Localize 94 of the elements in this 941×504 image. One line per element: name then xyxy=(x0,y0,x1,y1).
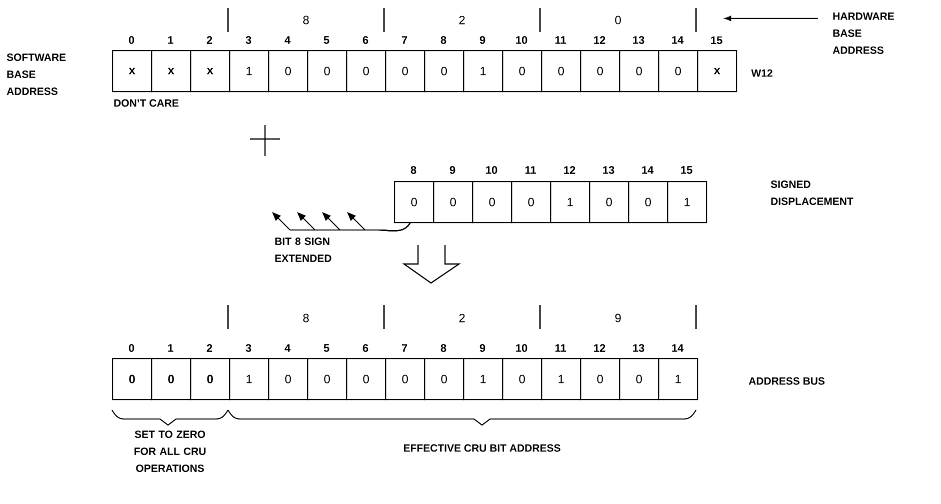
bit-cell: 0 xyxy=(502,358,542,400)
bit-cell: 1 xyxy=(463,358,504,400)
register-label: SIGNED DISPLACEMENT xyxy=(770,180,854,205)
bit-number: 1 xyxy=(168,344,174,352)
bit-cell: x xyxy=(697,50,738,92)
bit-cell: 0 xyxy=(268,50,308,92)
hex-digit: 2 xyxy=(459,16,465,24)
bit-cell: 0 xyxy=(433,181,474,224)
hex-digit: 9 xyxy=(615,314,621,322)
bit-number: 12 xyxy=(594,344,606,352)
note-text: SET TO ZERO FOR ALL CRU OPERATIONS xyxy=(134,430,206,472)
bit-cell: 1 xyxy=(463,50,504,92)
bit-number: 15 xyxy=(681,166,692,174)
bit-cell: 0 xyxy=(619,358,660,400)
bit-number: 2 xyxy=(206,36,212,44)
bit-cell: 1 xyxy=(229,358,270,400)
bit-number: 11 xyxy=(555,344,566,352)
bit-number: 0 xyxy=(128,344,134,352)
note-text: DON’T CARE xyxy=(114,99,178,107)
bit-number: 7 xyxy=(402,36,408,44)
bit-number: 6 xyxy=(362,344,368,352)
bit-cell: 0 xyxy=(394,181,434,224)
note-text: BIT 8 SIGN EXTENDED xyxy=(275,238,332,262)
bit-cell: 0 xyxy=(385,358,426,400)
bit-cell: 0 xyxy=(628,181,668,224)
bit-number: 4 xyxy=(284,344,290,352)
bit-cell: x xyxy=(190,50,230,92)
bit-cell: x xyxy=(151,50,192,92)
bit-cell: 1 xyxy=(229,50,270,92)
bit-cell: 0 xyxy=(112,358,152,400)
note-text: EFFECTIVE CRU BIT ADDRESS xyxy=(404,444,560,452)
bit-number: 11 xyxy=(555,36,566,44)
bit-number: 8 xyxy=(410,166,416,174)
bit-cell: 0 xyxy=(541,50,582,92)
bit-cell: 0 xyxy=(424,50,464,92)
bit-cell: 1 xyxy=(550,181,590,224)
bit-number: 0 xyxy=(128,36,134,44)
hex-digit: 8 xyxy=(303,314,309,322)
bit-number: 14 xyxy=(672,36,684,44)
bit-cell: 0 xyxy=(307,50,348,92)
bit-number: 9 xyxy=(480,36,486,44)
bit-cell: 0 xyxy=(511,181,552,224)
bit-number: 13 xyxy=(633,36,644,44)
bit-cell: 0 xyxy=(619,50,660,92)
register-label: W12 xyxy=(751,69,772,77)
arrow xyxy=(724,16,818,22)
bit-cell: 1 xyxy=(658,358,698,400)
bit-cell: 0 xyxy=(424,358,464,400)
bit-number: 1 xyxy=(168,36,174,44)
bit-number: 9 xyxy=(450,166,456,174)
bit-cell: 0 xyxy=(580,358,620,400)
hex-digit: 8 xyxy=(303,16,309,24)
bit-number: 14 xyxy=(642,166,654,174)
bit-number: 13 xyxy=(603,166,614,174)
note-text: HARDWARE BASE ADDRESS xyxy=(832,12,894,54)
bit-cell: 0 xyxy=(472,181,512,224)
bit-number: 9 xyxy=(480,344,486,352)
bit-number: 5 xyxy=(324,344,330,352)
bit-number: 10 xyxy=(516,36,528,44)
bit-number: 8 xyxy=(440,36,446,44)
bit-number: 4 xyxy=(284,36,290,44)
bit-number: 6 xyxy=(362,36,368,44)
bit-cell: 1 xyxy=(541,358,582,400)
bit-number: 12 xyxy=(564,166,576,174)
bit-cell: x xyxy=(112,50,152,92)
bit-cell: 0 xyxy=(307,358,348,400)
bit-number: 12 xyxy=(594,36,606,44)
bit-number: 7 xyxy=(402,344,408,352)
bit-cell: 0 xyxy=(502,50,542,92)
bit-cell: 0 xyxy=(385,50,426,92)
bit-cell: 0 xyxy=(658,50,698,92)
bit-number: 8 xyxy=(440,344,446,352)
bit-cell: 0 xyxy=(346,50,386,92)
bit-cell: 0 xyxy=(268,358,308,400)
bit-number: 3 xyxy=(246,36,252,44)
bit-number: 14 xyxy=(672,344,684,352)
hex-digit: 0 xyxy=(615,16,621,24)
bit-cell: 0 xyxy=(580,50,620,92)
bit-cell: 0 xyxy=(589,181,630,224)
bit-cell: 0 xyxy=(151,358,192,400)
bit-number: 11 xyxy=(525,166,536,174)
bit-number: 15 xyxy=(711,36,722,44)
bit-number: 5 xyxy=(324,36,330,44)
hex-digit: 2 xyxy=(459,314,465,322)
bit-number: 3 xyxy=(246,344,252,352)
bit-cell: 1 xyxy=(667,181,708,224)
bit-number: 10 xyxy=(486,166,498,174)
bit-cell: 0 xyxy=(190,358,230,400)
register-label: ADDRESS BUS xyxy=(748,377,825,385)
bit-number: 13 xyxy=(633,344,644,352)
bit-number: 10 xyxy=(516,344,528,352)
bit-number: 2 xyxy=(206,344,212,352)
register-label: SOFTWARE BASE ADDRESS xyxy=(6,54,66,95)
bit-cell: 0 xyxy=(346,358,386,400)
